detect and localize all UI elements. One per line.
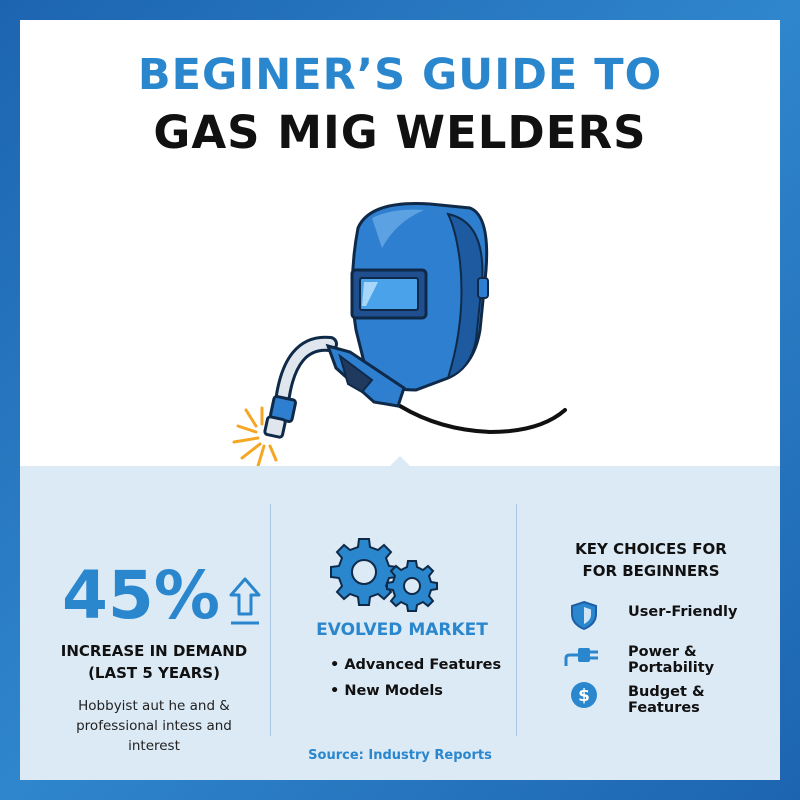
dollar-icon: $ [571, 682, 597, 708]
demand-column: 45% INCREASE IN DEMAND (LAST 5 YEARS) Ho… [40, 490, 268, 754]
choices-title-line-1: KEY CHOICES FOR [575, 540, 727, 558]
choice-user-friendly: User-Friendly [564, 600, 774, 630]
choice-label: Budget & Features [628, 684, 705, 716]
title-line-2: GAS MIG WELDERS [153, 106, 647, 159]
panel-pointer [388, 456, 412, 468]
choice-budget-features: $ Budget & Features [564, 680, 774, 716]
demand-percentage: 45% [62, 557, 220, 634]
source-note: Source: Industry Reports [308, 748, 492, 763]
choice-power-portability: Power & Portability [564, 640, 774, 676]
market-title: EVOLVED MARKET [316, 620, 488, 640]
choices-title: KEY CHOICES FOR FOR BEGINNERS [536, 538, 766, 582]
choices-column: KEY CHOICES FOR FOR BEGINNERS User-Frien… [536, 490, 766, 750]
demand-label: INCREASE IN DEMAND (LAST 5 YEARS) [40, 640, 268, 684]
demand-label-line-1: INCREASE IN DEMAND [60, 642, 248, 660]
market-feature-list: • Advanced Features • New Models [330, 652, 501, 704]
mig-torch-icon [263, 335, 406, 439]
infographic-card: BEGINER’S GUIDE TO GAS MIG WELDERS [20, 20, 780, 780]
plug-icon [564, 648, 598, 666]
demand-desc-line-2: professional intess and [76, 718, 232, 734]
column-divider [270, 504, 271, 736]
arrow-up-icon [229, 577, 261, 625]
svg-text:$: $ [578, 686, 590, 706]
demand-desc-line-1: Hobbyist aut he and & [78, 698, 230, 714]
welding-helmet-icon [350, 202, 489, 392]
demand-label-line-2: (LAST 5 YEARS) [88, 664, 220, 682]
demand-desc-line-3: interest [128, 738, 180, 754]
choice-label: Power & Portability [628, 644, 715, 676]
demand-stat-row: 45% [62, 556, 272, 636]
title-line-1: BEGINER’S GUIDE TO [137, 50, 663, 100]
choice-label: User-Friendly [628, 604, 738, 620]
choices-title-line-2: FOR BEGINNERS [582, 562, 720, 580]
shield-icon [571, 600, 597, 630]
stats-panel [20, 466, 780, 780]
list-item: • New Models [330, 683, 443, 699]
column-divider [516, 504, 517, 736]
demand-description: Hobbyist aut he and & professional intes… [40, 696, 268, 756]
market-column: EVOLVED MARKET • Advanced Features • New… [290, 490, 514, 750]
welding-illustration [232, 202, 567, 468]
spark-icon [232, 406, 278, 468]
list-item: • Advanced Features [330, 657, 502, 673]
gears-icon [330, 538, 438, 612]
